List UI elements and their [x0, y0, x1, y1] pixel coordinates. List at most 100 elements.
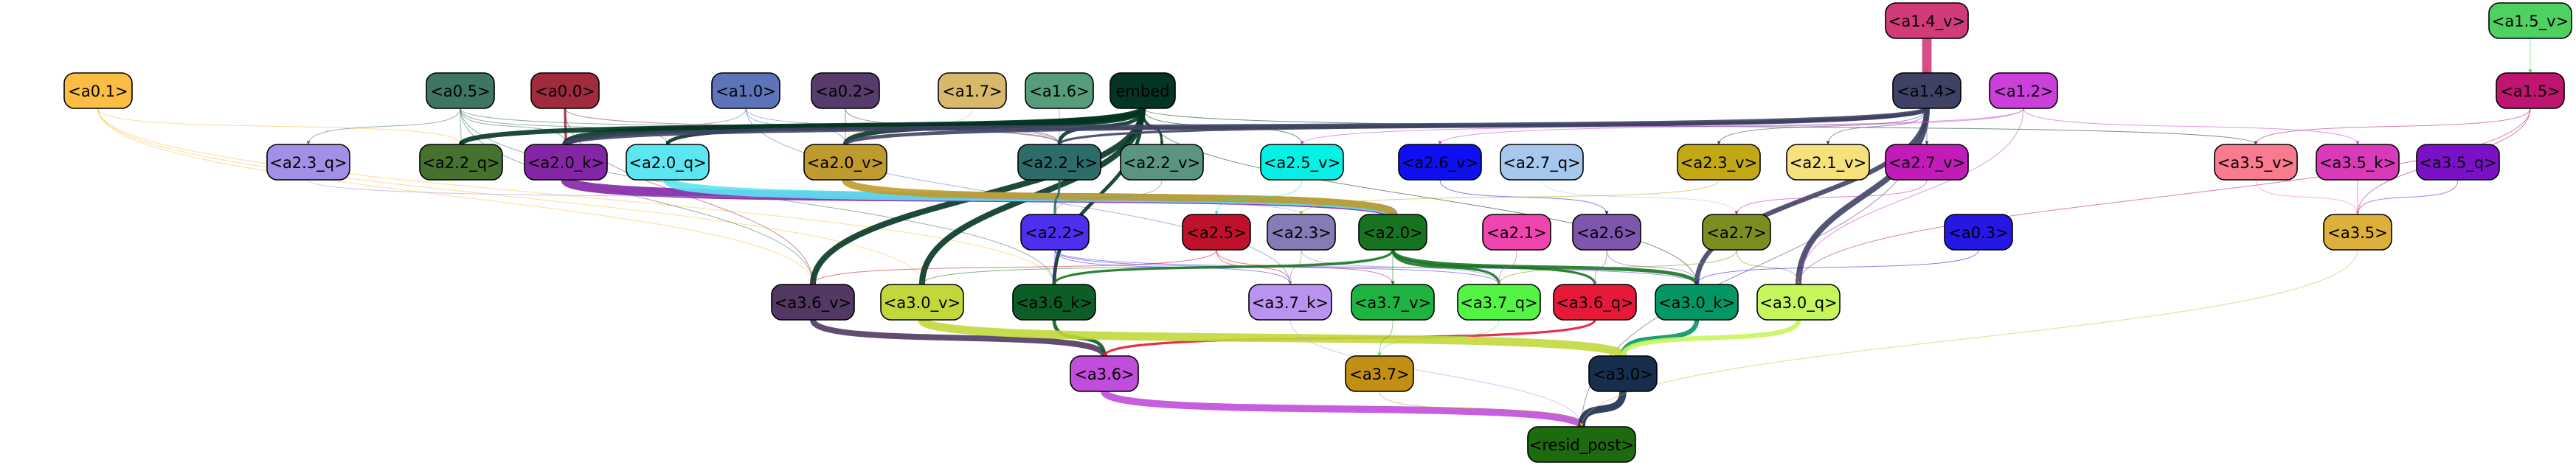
edge-a3-5-to-resid-post: [1579, 249, 2358, 427]
node-box: [426, 72, 495, 109]
edge-a1-5-to-a3-5-v: [2254, 108, 2531, 145]
node-a3-5-k[interactable]: <a3.5_k>: [2316, 144, 2400, 181]
node-box: [1553, 284, 1637, 321]
node-label: <a3.6_k>: [1016, 294, 1093, 312]
edge-a3-5-v-to-a3-5: [2255, 179, 2360, 215]
node-a1-0[interactable]: <a1.0>: [711, 72, 780, 109]
node-a2-6-v[interactable]: <a2.6_v>: [1398, 144, 1482, 181]
edges-layer: [97, 38, 2532, 429]
node-a0-3[interactable]: <a0.3>: [1944, 214, 2013, 251]
node-a3-0[interactable]: <a3.0>: [1588, 355, 1658, 392]
node-a2-2-k[interactable]: <a2.2_k>: [1017, 144, 1101, 181]
node-a2-2[interactable]: <a2.2>: [1020, 214, 1090, 251]
node-a2-0-k[interactable]: <a2.0_k>: [524, 144, 608, 181]
node-a3-6-q[interactable]: <a3.6_q>: [1553, 284, 1637, 321]
node-a2-5-v[interactable]: <a2.5_v>: [1260, 144, 1344, 181]
node-a3-6-v[interactable]: <a3.6_v>: [771, 284, 855, 321]
edge-a2-7-to-a3-7-q: [1497, 249, 1737, 285]
node-box: [1677, 144, 1761, 181]
edge-a2-2-to-a3-6-k: [1052, 249, 1056, 285]
node-a3-6[interactable]: <a3.6>: [1070, 355, 1139, 392]
edge-a2-2-k-to-a2-2: [1053, 179, 1061, 215]
node-a2-6[interactable]: <a2.6>: [1572, 214, 1641, 251]
node-label: <a0.5>: [430, 83, 490, 100]
node-a1-6[interactable]: <a1.6>: [1025, 72, 1094, 109]
node-a0-5[interactable]: <a0.5>: [426, 72, 495, 109]
edge-a0-3-to-a3-0-k: [1694, 249, 1979, 285]
node-box: [1358, 214, 1427, 251]
node-label: <a2.3>: [1271, 224, 1331, 242]
node-a3-5-v[interactable]: <a3.5_v>: [2214, 144, 2298, 181]
node-a2-0[interactable]: <a2.0>: [1358, 214, 1427, 251]
edge-a0-5-to-a2-3-q: [306, 108, 461, 145]
node-label: <a3.0>: [1593, 366, 1652, 383]
node-a2-2-q[interactable]: <a2.2_q>: [419, 144, 503, 181]
node-label: <a2.0_k>: [527, 154, 604, 172]
node-a3-5[interactable]: <a3.5>: [2323, 214, 2392, 251]
edge-a0-1-to-a2-2-q: [97, 108, 463, 145]
edge-a3-0-q-to-a3-0: [1620, 319, 1801, 357]
node-label: <a2.6>: [1576, 224, 1636, 242]
node-box: [530, 72, 600, 109]
node-a1-4[interactable]: <a1.4>: [1892, 72, 1962, 109]
node-a1-5[interactable]: <a1.5>: [2496, 72, 2565, 109]
node-label: <a1.5>: [2500, 83, 2560, 100]
node-a3-0-v[interactable]: <a3.0_v>: [880, 284, 964, 321]
node-a1-4-v[interactable]: <a1.4_v>: [1885, 2, 1969, 39]
node-a2-0-v[interactable]: <a2.0_v>: [803, 144, 887, 181]
node-label: embed: [1116, 83, 1170, 100]
node-a1-2[interactable]: <a1.2>: [1989, 72, 2058, 109]
node-a2-2-v[interactable]: <a2.2_v>: [1120, 144, 1204, 181]
node-a2-7-q[interactable]: <a2.7_q>: [1500, 144, 1584, 181]
node-box: [1572, 214, 1641, 251]
node-label: <a3.6_q>: [1556, 294, 1633, 312]
node-a2-7[interactable]: <a2.7>: [1702, 214, 1771, 251]
node-a2-3[interactable]: <a2.3>: [1267, 214, 1336, 251]
node-a2-5[interactable]: <a2.5>: [1182, 214, 1251, 251]
node-box: [1025, 72, 1094, 109]
node-a2-7-v[interactable]: <a2.7_v>: [1885, 144, 1969, 181]
node-box: [1702, 214, 1771, 251]
node-box: [1892, 72, 1962, 109]
edge-a0-0-to-a2-0-k: [564, 108, 568, 145]
node-a0-1[interactable]: <a0.1>: [63, 72, 133, 109]
edge-a0-5-to-a2-0-k: [460, 108, 568, 145]
nodes-layer: <a1.4_v> <a1.5_v> <a0.1> <a0.5> <a0.0> <a1.0>…: [63, 2, 2572, 463]
node-embed[interactable]: embed: [1109, 72, 1176, 109]
node-a2-1-v[interactable]: <a2.1_v>: [1786, 144, 1870, 181]
edge-a1-2-to-a3-5-k: [2023, 108, 2360, 145]
node-a1-7[interactable]: <a1.7>: [938, 72, 1007, 109]
node-label: <a3.7_k>: [1252, 294, 1329, 312]
node-label: <a2.3_q>: [269, 154, 347, 172]
node-a3-7[interactable]: <a3.7>: [1345, 355, 1414, 392]
edge-a2-5-to-a3-7-v: [1216, 249, 1395, 285]
node-a3-0-q[interactable]: <a3.0_q>: [1756, 284, 1841, 321]
edge-a2-3-to-a3-7-k: [1288, 249, 1302, 285]
node-a3-7-v[interactable]: <a3.7_v>: [1351, 284, 1435, 321]
node-box: [626, 144, 710, 181]
node-a0-0[interactable]: <a0.0>: [530, 72, 600, 109]
node-box: [803, 144, 887, 181]
node-resid-post[interactable]: <resid_post>: [1527, 426, 1636, 463]
node-a1-5-v[interactable]: <a1.5_v>: [2488, 2, 2572, 39]
edge-a2-0-to-a3-0-v: [920, 249, 1393, 285]
node-a3-7-q[interactable]: <a3.7_q>: [1457, 284, 1541, 321]
node-a2-3-q[interactable]: <a2.3_q>: [266, 144, 350, 181]
node-a2-1[interactable]: <a2.1>: [1482, 214, 1551, 251]
node-a3-6-k[interactable]: <a3.6_k>: [1012, 284, 1096, 321]
node-label: <a1.0>: [716, 83, 775, 100]
edge-a0-5-to-a2-2-q: [459, 108, 463, 145]
node-label: <a1.2>: [1993, 83, 2053, 100]
edge-a2-3-v-to-a2-3: [1299, 179, 1720, 215]
node-a0-2[interactable]: <a0.2>: [811, 72, 880, 109]
node-a3-7-k[interactable]: <a3.7_k>: [1248, 284, 1332, 321]
edge-a0-1-to-a3-6-k: [97, 108, 1056, 285]
node-label: <a2.2>: [1025, 224, 1084, 242]
node-box: [1345, 355, 1414, 392]
edge-a2-5-v-to-a2-5: [1214, 179, 1303, 215]
node-a2-0-q[interactable]: <a2.0_q>: [626, 144, 710, 181]
node-a3-0-k[interactable]: <a3.0_k>: [1655, 284, 1739, 321]
node-a3-5-q[interactable]: <a3.5_q>: [2416, 144, 2500, 181]
node-box: [2323, 214, 2392, 251]
node-a2-3-v[interactable]: <a2.3_v>: [1677, 144, 1761, 181]
